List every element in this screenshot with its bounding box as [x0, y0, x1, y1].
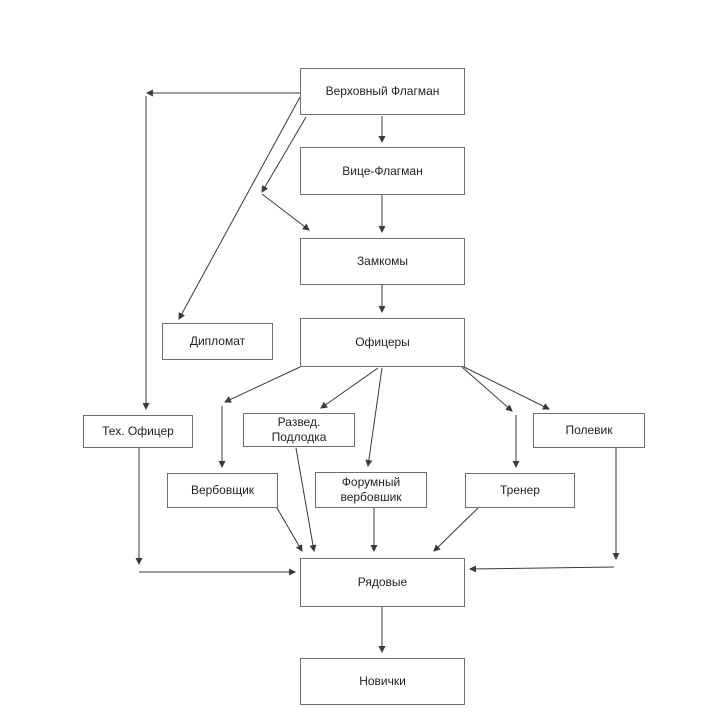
node-vice-flagman: Вице-Флагман	[300, 147, 465, 195]
node-label: Рядовые	[357, 575, 408, 589]
node-label: Форумный вербовшик	[340, 475, 402, 504]
node-officers: Офицеры	[300, 318, 465, 367]
node-label: Офицеры	[355, 335, 410, 349]
node-label: Замкомы	[356, 254, 409, 268]
edge-officers-to-forum	[365, 367, 383, 468]
edge-polevik-to-ryadovye-horizontal	[468, 565, 615, 573]
node-label: Новички	[359, 674, 406, 688]
edge-supreme-zamkomy-segment-b	[261, 193, 310, 231]
node-ryadovye: Рядовые	[300, 558, 465, 607]
edge-verbovshchik-to-ryadovye	[276, 507, 303, 552]
node-novichki: Новички	[300, 658, 465, 705]
edge-officers-to-polevik	[463, 366, 550, 410]
node-tech-officer: Тех. Офицер	[83, 415, 193, 448]
node-label: Верховный Флагман	[325, 84, 440, 98]
node-polevik: Полевик	[533, 413, 645, 448]
node-label: Вице-Флагман	[342, 163, 423, 178]
node-supreme-flagman: Верховный Флагман	[300, 68, 465, 115]
node-label: Вербовщик	[190, 483, 255, 497]
node-diplomat: Дипломат	[162, 323, 273, 360]
edge-supreme-to-diplomat	[178, 96, 301, 320]
edge-officers-to-verbovshchik-a	[224, 366, 301, 403]
edge-razved-to-ryadovye	[295, 447, 317, 553]
edge-officers-to-trener-a	[461, 366, 513, 412]
node-label: Полевик	[565, 423, 613, 437]
edge-trener-to-ryadovye	[433, 507, 479, 552]
node-label: Тех. Офицер	[102, 424, 174, 438]
node-label: Тренер	[500, 483, 540, 497]
edge-officers-to-razved	[320, 367, 379, 409]
node-label: Дипломат	[189, 334, 246, 348]
node-razved-podlodka: Развед. Подлодка	[243, 413, 355, 447]
node-forum-verbovshik: Форумный вербовшик	[315, 472, 427, 508]
node-verbovshchik: Вербовщик	[167, 473, 278, 508]
node-label: Развед. Подлодка	[271, 415, 327, 444]
node-trener: Тренер	[465, 473, 575, 508]
edge-supreme-zamkomy-segment-a	[261, 116, 307, 193]
node-zamkomy: Замкомы	[300, 238, 465, 285]
